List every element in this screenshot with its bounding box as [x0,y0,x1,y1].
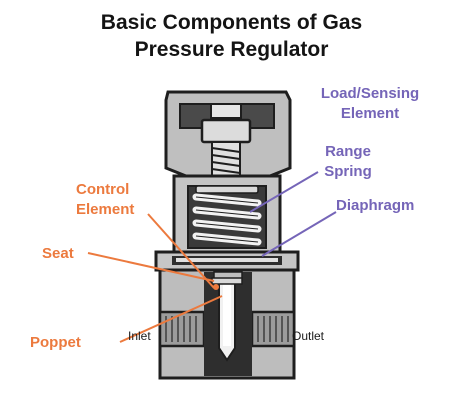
label-control-element-line-2: Element [76,201,135,218]
label-range-spring: Range Spring [300,142,396,182]
label-load-sensing-element: Load/Sensing Element [300,84,440,124]
leader-lines [87,171,337,343]
label-diaphragm: Diaphragm [336,197,415,214]
diagram-title-line-1: Basic Components of Gas [100,11,363,34]
diagram-title-line-2: Pressure Regulator [134,38,329,61]
label-poppet: Poppet [30,334,81,351]
label-load-sensing-line-2: Element [340,105,400,122]
diaphragm [154,250,300,272]
range-spring [192,185,262,246]
control-element-leader [147,213,215,289]
label-load-sensing-line-1: Load/Sensing [320,85,420,102]
label-outlet: Outlet [292,329,325,343]
label-seat: Seat [42,245,74,262]
adjusting-nut [200,103,252,144]
label-range-spring-line-1: Range [325,143,371,160]
label-control-element: Control Element [76,180,156,220]
diaphragm-leader [261,211,337,257]
range-spring-leader [249,171,319,213]
seat-leader [87,252,215,282]
poppet [218,279,236,362]
label-range-spring-line-2: Spring [324,163,372,180]
poppet-leader [119,295,223,343]
label-control-element-line-1: Control [76,181,130,198]
label-inlet: Inlet [128,329,151,343]
